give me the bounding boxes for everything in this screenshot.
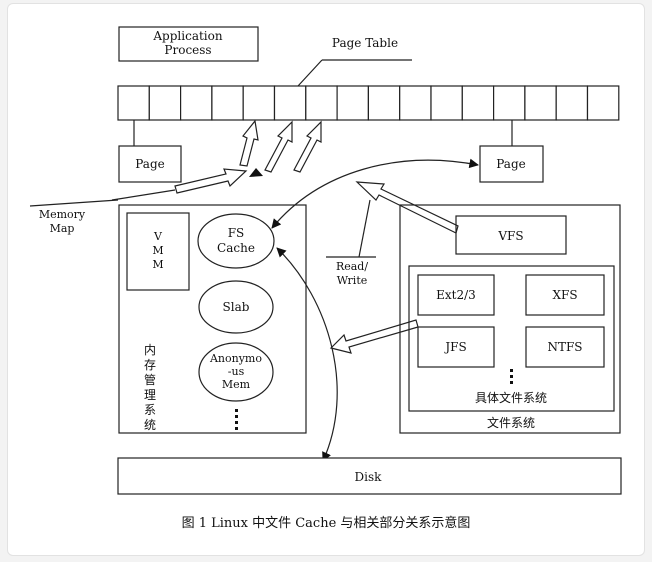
page-table-cell: [273, 85, 307, 121]
memory-management-vertical-label: 内 存 管 理 系 统: [144, 343, 156, 432]
figure-caption: 图 1 Linux 中文件 Cache 与相关部分关系示意图: [182, 515, 471, 531]
memory-map-pointer: [111, 189, 176, 201]
fs-cache-label-1: FS: [228, 226, 245, 240]
memory-map-label-2: Map: [50, 222, 75, 235]
page-table-cell: [117, 85, 150, 121]
xfs-box: XFS: [525, 274, 605, 316]
vmm-box: V M M: [126, 212, 190, 291]
memory-map-underline: [29, 199, 119, 207]
page-table-cell: [399, 85, 432, 121]
vfs-box: VFS: [455, 215, 567, 255]
vmm-letter-m1: M: [152, 244, 163, 257]
memory-map-label-1: Memory: [39, 208, 86, 221]
read-write-pointer: [358, 199, 371, 258]
vfs-label: VFS: [497, 229, 523, 243]
mem-mgmt-char-2: 存: [144, 358, 156, 372]
junction-marker: [249, 168, 263, 177]
page-table-label: Page Table: [332, 36, 398, 50]
specific-fs-label: 具体文件系统: [475, 390, 547, 405]
page-table-cell: [586, 85, 620, 121]
page-table-cell: [524, 85, 557, 121]
ntfs-box: NTFS: [525, 326, 605, 368]
page-left-label: Page: [135, 157, 164, 171]
mem-mgmt-char-4: 理: [144, 388, 156, 402]
page-left-box: Page: [118, 145, 182, 183]
page-table-cell: [555, 85, 589, 121]
page-table-pointer: [297, 59, 323, 87]
mem-mgmt-char-1: 内: [144, 343, 156, 357]
jfs-box: JFS: [417, 326, 495, 368]
page-right-label: Page: [496, 157, 525, 171]
application-process-box: Application Process: [118, 26, 259, 62]
page-right-box: Page: [479, 145, 544, 183]
mem-mgmt-char-6: 统: [144, 418, 156, 432]
anon-mem-label-1: Anonymo: [209, 352, 262, 365]
page-table-cell: [430, 85, 463, 121]
ext-box: Ext2/3: [417, 274, 495, 316]
fs-cache-label-2: Cache: [217, 241, 255, 255]
page-table-cell: [336, 85, 370, 121]
application-process-label-2: Process: [164, 43, 211, 57]
cache-up-arrow-1: [264, 120, 293, 173]
page-table-cell: [148, 85, 182, 121]
jfs-label: JFS: [443, 340, 466, 354]
disk-label: Disk: [355, 470, 383, 484]
page-table-cell: [242, 85, 276, 121]
xfs-label: XFS: [552, 288, 577, 302]
fs-ellipsis-dots: [510, 369, 513, 384]
page-table-cell: [493, 85, 526, 121]
memory-ellipsis-dots: [235, 409, 238, 430]
memory-map-horizontal-arrow: [174, 168, 248, 194]
read-write-label-2: Write: [337, 274, 368, 287]
vmm-letter-v: V: [153, 230, 163, 243]
page-table-cell: [305, 85, 338, 121]
page-table-cell: [461, 85, 495, 121]
mem-mgmt-char-3: 管: [144, 372, 156, 387]
ntfs-label: NTFS: [547, 340, 582, 354]
memory-map-arrows: [174, 119, 322, 194]
page-table-cell: [211, 85, 244, 121]
page-table-cell: [180, 85, 213, 121]
disk-box: Disk: [117, 457, 622, 495]
fscache-disk-curve: [276, 247, 338, 462]
slab-label: Slab: [223, 300, 250, 314]
anon-mem-label-3: Mem: [222, 378, 251, 391]
anon-mem-label-2: -us: [228, 365, 245, 378]
read-write-label-1: Read/: [336, 260, 368, 273]
slab-ellipse: Slab: [198, 280, 274, 334]
mem-mgmt-char-5: 系: [144, 403, 156, 417]
vmm-up-arrow: [239, 119, 259, 167]
fs-to-memory-arrow: [329, 319, 419, 354]
application-process-label-1: Application: [152, 29, 222, 43]
page-table-cell: [367, 85, 401, 121]
file-system-label: 文件系统: [487, 415, 535, 430]
fs-cache-ellipse: FS Cache: [197, 213, 275, 269]
ext-label: Ext2/3: [436, 288, 476, 302]
page-fscache-curve: [271, 158, 479, 229]
vmm-letter-m2: M: [152, 258, 163, 271]
anonymous-mem-ellipse: Anonymo -us Mem: [198, 342, 274, 402]
page-table-row: [117, 85, 620, 121]
cache-up-arrow-2: [293, 120, 322, 173]
